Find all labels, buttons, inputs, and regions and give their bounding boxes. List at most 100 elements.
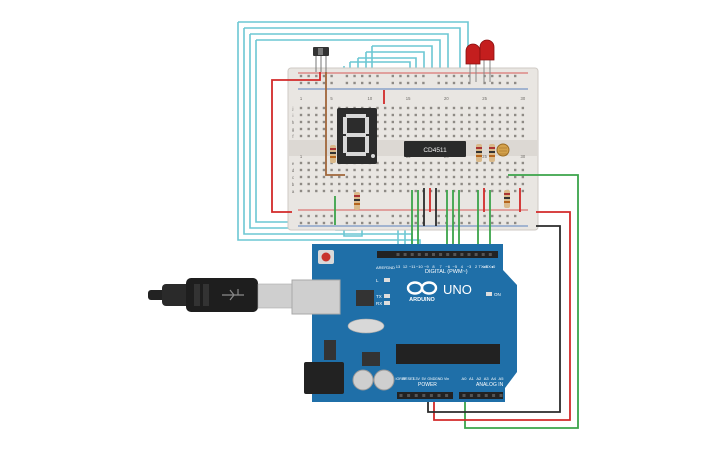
- power-pin-label: RESET: [403, 377, 416, 381]
- on-led: [486, 292, 492, 296]
- analog-pin-label: A0: [462, 376, 468, 381]
- row-letter: h: [292, 120, 295, 125]
- row-letter: d: [292, 168, 295, 173]
- column-number: 30: [521, 154, 526, 159]
- resistor-5[interactable]: [504, 190, 510, 208]
- gnd-label: GND: [386, 265, 395, 270]
- resistor-4[interactable]: [489, 144, 495, 162]
- analog-pin-socket[interactable]: [462, 394, 466, 397]
- digital-pin-label: ~5: [453, 264, 458, 269]
- power-pin-label: 3.3V: [412, 377, 420, 381]
- digital-pin-label: ~6: [445, 264, 450, 269]
- chip-label: CD4511: [423, 147, 447, 154]
- power-pin-socket[interactable]: [422, 394, 426, 397]
- capacitor-2: [373, 369, 395, 391]
- analog-pin-label: A4: [491, 376, 497, 381]
- on-label: ON: [494, 292, 501, 297]
- analog-pin-socket[interactable]: [492, 394, 496, 397]
- analog-pin-label: A5: [499, 376, 505, 381]
- column-number: 1: [300, 154, 303, 159]
- slide-switch[interactable]: [313, 47, 329, 72]
- row-letter: e: [292, 161, 295, 166]
- digital-pin-socket[interactable]: [481, 253, 485, 256]
- usb-chip: [356, 290, 374, 306]
- digital-pin-socket[interactable]: [439, 253, 443, 256]
- digital-pin-socket[interactable]: [417, 253, 421, 256]
- power-pin-socket[interactable]: [437, 394, 441, 397]
- analog-pin-socket[interactable]: [499, 394, 503, 397]
- row-letter: a: [292, 189, 295, 194]
- breadboard-holes: [299, 74, 525, 225]
- digital-pin-socket[interactable]: [488, 253, 492, 256]
- power-pin-socket[interactable]: [414, 394, 418, 397]
- reset-button[interactable]: [321, 252, 331, 262]
- green-wire-analog[interactable]: [464, 174, 579, 429]
- led-red-2[interactable]: [479, 39, 495, 82]
- digital-pin-label: 2: [475, 264, 478, 269]
- power-pin-socket[interactable]: [429, 394, 433, 397]
- column-number: 25: [482, 96, 487, 101]
- red-power-wire[interactable]: [433, 211, 571, 421]
- digital-pin-socket[interactable]: [403, 253, 407, 256]
- usb-port: [291, 279, 341, 315]
- power-pin-label: IOREF: [396, 377, 408, 381]
- capacitor-1: [352, 369, 374, 391]
- power-pin-socket[interactable]: [399, 394, 403, 397]
- power-pin-label: Vin: [444, 377, 449, 381]
- power-pin-label: 5V: [422, 377, 427, 381]
- switch-slider[interactable]: [318, 48, 323, 55]
- resistor-1[interactable]: [330, 145, 336, 163]
- power-pin-socket[interactable]: [445, 394, 449, 397]
- seven-segment-display: [337, 108, 377, 164]
- green-wire-bundle[interactable]: [411, 174, 579, 429]
- digital-pin-socket[interactable]: [474, 253, 478, 256]
- digital-pin-socket[interactable]: [446, 253, 450, 256]
- atmega-chip: [396, 344, 500, 364]
- analog-pin-socket[interactable]: [484, 394, 488, 397]
- power-wires[interactable]: [427, 211, 571, 421]
- digital-pin-socket[interactable]: [453, 253, 457, 256]
- red-wire-left[interactable]: [271, 72, 321, 213]
- digital-label: DIGITAL (PWM~): [425, 269, 468, 275]
- column-number: 5: [330, 96, 333, 101]
- photoresistor[interactable]: [496, 143, 510, 157]
- power-label: POWER: [418, 382, 437, 388]
- column-number: 20: [444, 96, 449, 101]
- digital-pin-label: TX▸1: [479, 264, 489, 269]
- resistor-2[interactable]: [354, 192, 360, 210]
- column-number: 1: [300, 96, 303, 101]
- analog-pin-socket[interactable]: [469, 394, 473, 397]
- row-letter: b: [292, 182, 295, 187]
- l-led: [384, 278, 390, 282]
- resistor-3[interactable]: [476, 144, 482, 162]
- crystal: [347, 318, 385, 334]
- usb-icon: [222, 289, 244, 301]
- analog-pin-socket[interactable]: [477, 394, 481, 397]
- digital-pin-socket[interactable]: [467, 253, 471, 256]
- power-pin-socket[interactable]: [407, 394, 411, 397]
- digital-pin-label: ~3: [467, 264, 472, 269]
- digital-pin-socket[interactable]: [424, 253, 428, 256]
- digital-header: [377, 251, 498, 258]
- breadboard-wires[interactable]: [271, 72, 521, 226]
- digital-pin-label: 12: [403, 264, 408, 269]
- cd4511-chip: CD4511: [404, 141, 466, 157]
- row-letter: c: [292, 175, 294, 180]
- row-letter: i: [293, 113, 294, 118]
- row-letter: g: [292, 127, 295, 132]
- digital-pin-socket[interactable]: [432, 253, 435, 256]
- digital-pin-label: ~9: [424, 264, 429, 269]
- display-segments: [343, 114, 375, 158]
- brown-wire[interactable]: [325, 72, 345, 176]
- digital-pin-socket[interactable]: [396, 253, 400, 256]
- digital-pin-socket[interactable]: [460, 253, 464, 256]
- power-pin-label: GND: [427, 377, 435, 381]
- usb-cable[interactable]: [148, 278, 295, 312]
- digital-pin-socket[interactable]: [410, 253, 414, 256]
- black-ground-wire[interactable]: [427, 225, 561, 413]
- power-jack: [304, 362, 344, 394]
